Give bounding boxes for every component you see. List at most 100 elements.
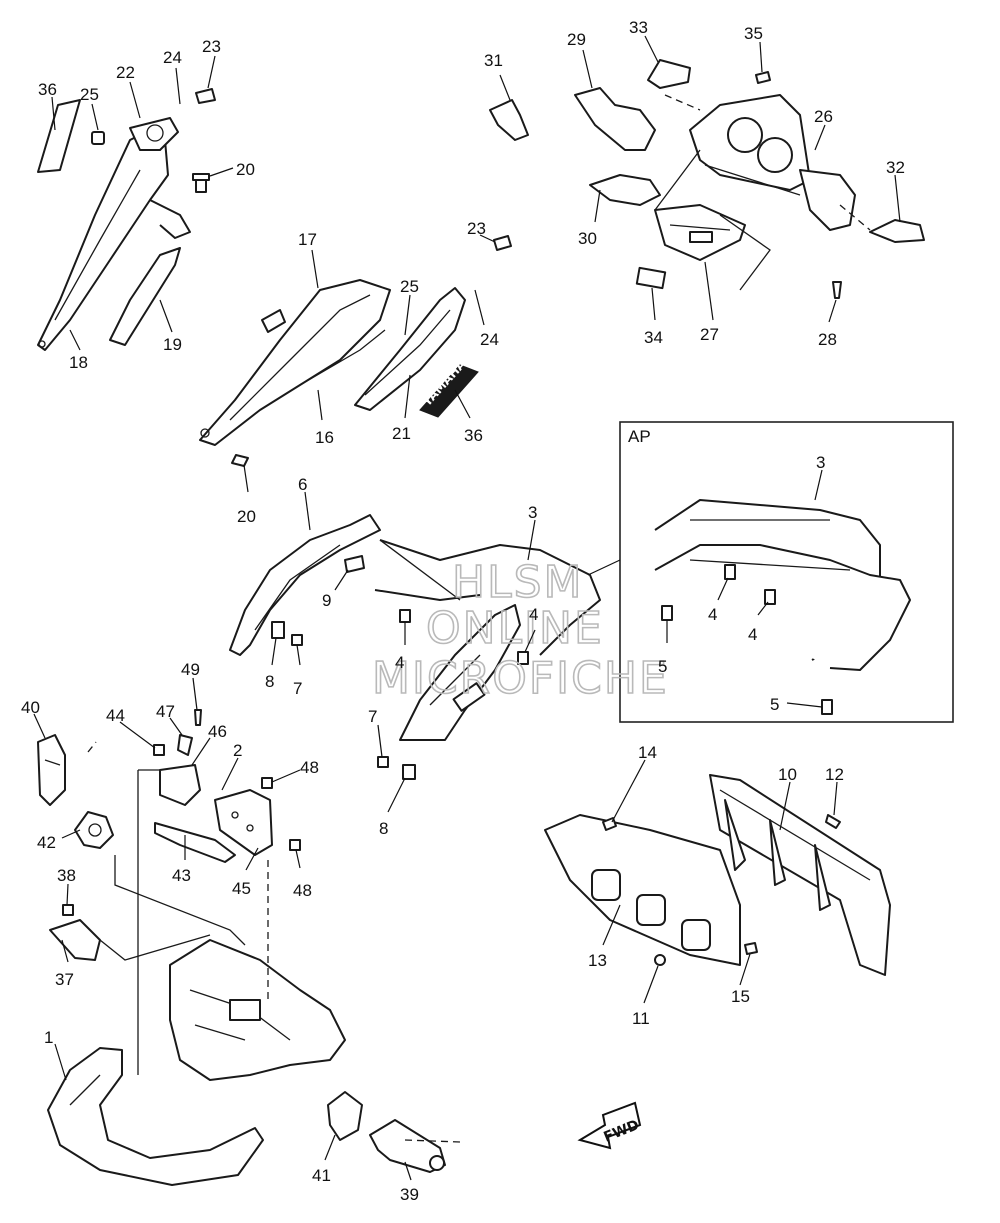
- callout-20-lower: 20: [237, 507, 256, 526]
- bolt-7-left: [291, 634, 303, 646]
- callout-26: 26: [814, 107, 833, 126]
- guard-10: [709, 774, 891, 976]
- leader-3-to-inset: [587, 559, 621, 576]
- callout-4-inset-b: 4: [748, 625, 757, 644]
- bolt-20-lower: [231, 454, 249, 467]
- callout-4-center: 4: [395, 653, 404, 672]
- watermark-line-1: HLSM: [452, 557, 584, 608]
- callout-9: 9: [322, 591, 331, 610]
- callout-5-inset-b: 5: [770, 695, 779, 714]
- bolt-48-upper: [261, 777, 273, 789]
- decal-36-yamaha: YAMAHA: [419, 356, 479, 418]
- callout-46: 46: [208, 722, 227, 741]
- meter-housing-26: [689, 94, 856, 231]
- callout-12: 12: [825, 765, 844, 784]
- bolt-4-center: [399, 609, 411, 623]
- callout-41: 41: [312, 1166, 331, 1185]
- callout-40: 40: [21, 698, 40, 717]
- bracket-46: [159, 764, 201, 806]
- callout-5-inset-a: 5: [658, 657, 667, 676]
- callout-4-right: 4: [529, 605, 538, 624]
- bolt-38: [62, 904, 74, 916]
- cover-33: [647, 59, 691, 89]
- collar-25-upper: [91, 131, 105, 145]
- clip-47: [177, 734, 193, 756]
- callout-22: 22: [116, 63, 135, 82]
- callout-42: 42: [37, 833, 56, 852]
- callout-7-center: 7: [368, 707, 377, 726]
- panel-cover-center: [399, 604, 521, 741]
- bar-frame-3-inset: [654, 499, 911, 715]
- rivet-12: [825, 814, 841, 829]
- clip-8-left: [271, 621, 285, 639]
- rivet-28: [832, 281, 842, 299]
- side-cowl-18: [37, 117, 191, 351]
- callout-23-right: 23: [467, 219, 486, 238]
- callout-25-center: 25: [400, 277, 419, 296]
- callout-17: 17: [298, 230, 317, 249]
- callout-27: 27: [700, 325, 719, 344]
- callout-18: 18: [69, 353, 88, 372]
- dash-32: [839, 204, 871, 231]
- callout-35: 35: [744, 24, 763, 43]
- callout-39: 39: [400, 1185, 419, 1204]
- stay-43: [154, 822, 236, 863]
- callout-23: 23: [202, 37, 221, 56]
- callout-8: 8: [265, 672, 274, 691]
- bolt-7-center: [377, 756, 389, 768]
- callout-24-right: 24: [480, 330, 499, 349]
- block-9: [344, 555, 365, 573]
- stay-37: [49, 919, 101, 961]
- callout-45: 45: [232, 879, 251, 898]
- dash-33: [664, 94, 701, 111]
- callout-16: 16: [315, 428, 334, 447]
- callout-19: 19: [163, 335, 182, 354]
- watermark-line-3: MICROFICHE: [372, 653, 669, 704]
- leader-42-frame: [114, 855, 246, 946]
- cover-41: [327, 1091, 363, 1141]
- rivet-15: [744, 942, 758, 955]
- callout-15: 15: [731, 987, 750, 1006]
- callout-3: 3: [528, 503, 537, 522]
- callout-11: 11: [632, 1009, 650, 1028]
- callout-layer: 36 25 22 24 23 20 18 19 17 25 23 24 16 2…: [21, 18, 905, 1204]
- callout-36-decal: 36: [464, 426, 483, 445]
- frame-bracket-center: [169, 939, 346, 1081]
- callout-44: 44: [106, 706, 125, 725]
- callout-30: 30: [578, 229, 597, 248]
- decal-36-left: [37, 99, 81, 173]
- dash-39: [404, 1139, 461, 1143]
- leader-lines-housing: [654, 149, 771, 291]
- callout-4-inset-a: 4: [708, 605, 717, 624]
- cover-30: [589, 174, 661, 206]
- inset-ap-box: [619, 421, 954, 723]
- watermark-line-2: ONLINE: [426, 603, 604, 654]
- callout-3-inset: 3: [816, 453, 825, 472]
- clip-8-center: [402, 764, 416, 780]
- bracket-45: [214, 789, 273, 856]
- rivet-49: [194, 709, 202, 726]
- callout-31: 31: [484, 51, 503, 70]
- callout-34: 34: [644, 328, 663, 347]
- callout-10: 10: [778, 765, 797, 784]
- callout-32: 32: [886, 158, 905, 177]
- panel-13: [544, 814, 741, 966]
- callout-49: 49: [181, 660, 200, 679]
- screw-35: [755, 71, 771, 84]
- bolt-20-upper: [192, 173, 210, 193]
- leader-37-frame: [99, 934, 211, 961]
- nut-11: [654, 954, 666, 966]
- bar-frame-3-main: [374, 539, 601, 656]
- panel-21: [354, 287, 466, 411]
- callout-29: 29: [567, 30, 586, 49]
- inset-ap-label: AP: [628, 427, 651, 446]
- callout-21: 21: [392, 424, 411, 443]
- bracket-42: [74, 811, 114, 849]
- callout-33: 33: [629, 18, 648, 37]
- callout-37: 37: [55, 970, 74, 989]
- callout-1: 1: [44, 1028, 53, 1047]
- pad-34: [635, 266, 667, 290]
- callout-14: 14: [638, 743, 657, 762]
- panel-27: [654, 204, 746, 261]
- bolt-23-upper: [195, 88, 216, 104]
